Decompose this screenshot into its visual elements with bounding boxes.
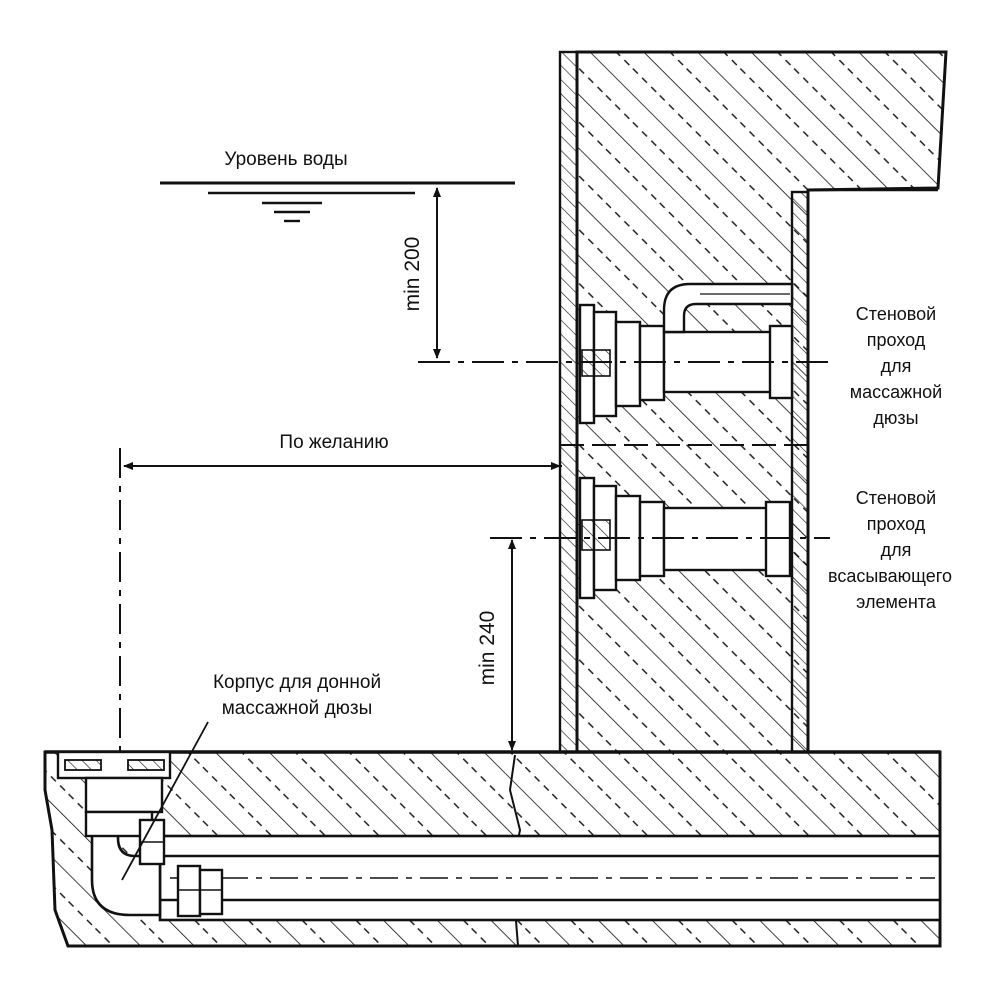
suction-label-line-2: проход (867, 514, 926, 534)
min-200-label: min 200 (401, 237, 424, 312)
suction-passage-label: Стеновой проход для всасывающего элемент… (828, 488, 952, 612)
optional-label: По желанию (279, 432, 388, 453)
suction-label-line-5: элемента (856, 592, 937, 612)
suction-label-line-3: для (881, 540, 912, 560)
massage-label-line-1: Стеновой (856, 304, 936, 324)
min-240-label: min 240 (476, 611, 499, 686)
massage-passage-label: Стеновой проход для массажной дюзы (850, 304, 942, 428)
water-level-symbol (160, 181, 515, 223)
housing-label-line-1: Корпус для донной (213, 672, 381, 693)
suction-label-line-1: Стеновой (856, 488, 936, 508)
housing-label-line-2: массажной дюзы (222, 698, 373, 719)
dimension-min-200 (418, 187, 830, 363)
massage-label-line-2: проход (867, 330, 926, 350)
housing-leader-line (121, 721, 209, 881)
bottom-nozzle-housing-label: Корпус для донной массажной дюзы (213, 672, 381, 719)
massage-label-line-3: для (881, 356, 912, 376)
dimension-min-240 (490, 537, 830, 751)
pool-wall (558, 50, 948, 754)
massage-label-line-5: дюзы (873, 408, 918, 428)
bottom-nozzle-housing (56, 750, 172, 866)
pool-floor (43, 750, 942, 948)
massage-label-line-4: массажной (850, 382, 942, 402)
suction-label-line-4: всасывающего (828, 566, 952, 586)
dimension-optional (119, 448, 562, 760)
water-level-label: Уровень воды (224, 149, 347, 170)
